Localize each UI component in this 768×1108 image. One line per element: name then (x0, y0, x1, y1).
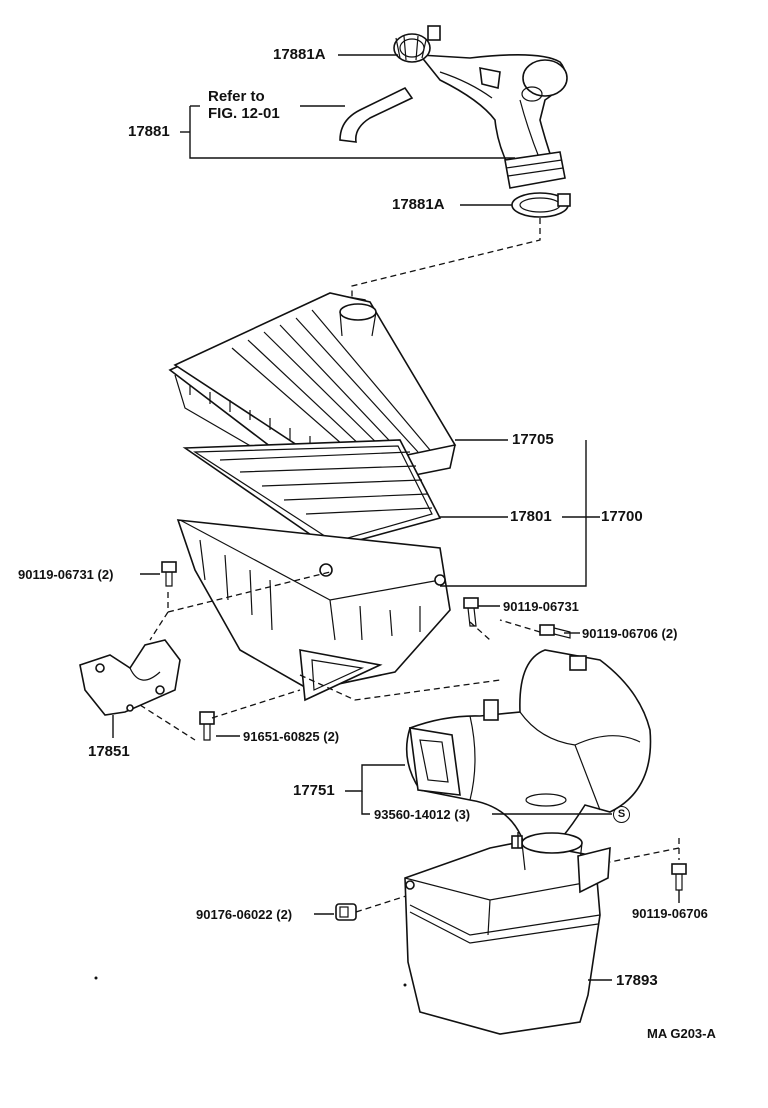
callout-17881A-upper: 17881A (273, 46, 326, 63)
refer-to-note: Refer to FIG. 12-01 (208, 88, 280, 122)
callout-17801: 17801 (510, 508, 552, 525)
hose-clamp-upper[interactable] (393, 25, 441, 63)
callout-17751: 17751 (293, 782, 335, 799)
callout-90119-06731: 90119-06731 (503, 599, 579, 614)
callout-93560-14012-3: 93560-14012 (3) (374, 807, 471, 822)
callout-17881: 17881 (128, 123, 170, 140)
intake-duct[interactable] (405, 649, 652, 861)
callout-90176-06022-2: 90176-06022 (2) (196, 907, 293, 922)
air-cleaner-bracket[interactable] (79, 639, 181, 716)
bolt-90119-06706-top[interactable] (539, 624, 571, 639)
air-cleaner-case[interactable] (176, 519, 451, 702)
air-filter-element[interactable] (182, 439, 442, 549)
intake-hose[interactable] (418, 54, 568, 189)
symbol-s-circle: S (613, 806, 630, 823)
callout-91651-60825-2: 91651-60825 (2) (243, 729, 340, 744)
bolt-90119-06731-right[interactable] (463, 597, 479, 627)
callout-17700: 17700 (601, 508, 643, 525)
bolt-90119-06706-bottom[interactable] (671, 863, 687, 891)
callout-17881A-lower: 17881A (392, 196, 445, 213)
callout-17851: 17851 (88, 743, 130, 760)
nut-90176-06022[interactable] (335, 903, 357, 921)
vacuum-hose[interactable] (339, 86, 414, 143)
callout-90119-06731-2: 90119-06731 (2) (18, 567, 114, 582)
callout-90119-06706-2: 90119-06706 (2) (582, 626, 678, 641)
refer-to-text: Refer to (208, 88, 265, 105)
figure-code: MA G203-A (647, 1026, 716, 1041)
bolt-91651-60825[interactable] (199, 711, 215, 741)
resonator-assembly[interactable] (404, 832, 611, 1035)
bolt-90119-06731-left[interactable] (161, 561, 177, 587)
callout-90119-06706: 90119-06706 (632, 906, 708, 921)
refer-fig-link[interactable]: FIG. 12-01 (208, 105, 280, 122)
callout-17893: 17893 (616, 972, 658, 989)
callout-17705: 17705 (512, 431, 554, 448)
hose-clamp-lower[interactable] (511, 192, 571, 218)
